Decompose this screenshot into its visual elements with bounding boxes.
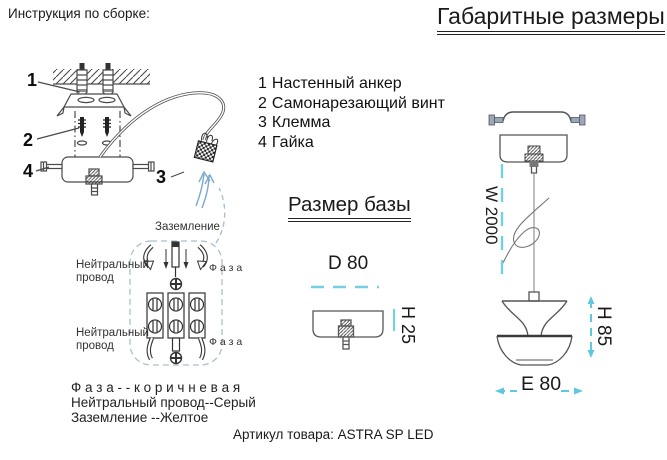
wire-color-legend: Ф а з а - - к о р и ч н е в а я Нейтраль… xyxy=(71,380,256,426)
legend-ground: Заземление --Желтое xyxy=(71,409,209,425)
part-label: Самонарезающий винт xyxy=(271,94,445,112)
lamp-shade xyxy=(496,291,573,366)
part-label: Настенный анкер xyxy=(271,75,402,92)
base-diameter-label: D 80 xyxy=(328,253,369,274)
self-tapping-screw xyxy=(76,117,88,146)
phase-wire-label-top: Ф а з а xyxy=(209,262,243,274)
cable-swirl xyxy=(502,197,550,264)
base-height-label: H 25 xyxy=(398,306,418,345)
incoming-wires xyxy=(143,241,208,277)
ground-screw xyxy=(169,351,183,365)
pendant-canopy xyxy=(499,134,568,174)
wiring-dashed-outline xyxy=(129,240,223,366)
callout-2-leader xyxy=(36,127,80,140)
neutral-line2: провод xyxy=(76,272,114,284)
base-size-heading-text: Размер базы xyxy=(288,193,411,222)
callout-3-leader xyxy=(170,171,185,178)
phase-wire-label-bottom: Ф а з а xyxy=(209,336,243,348)
e80-dimension-line xyxy=(495,387,583,395)
neutral-wire-label-top: Нейтральный провод xyxy=(76,259,149,285)
canopy-base xyxy=(40,156,155,196)
part-number: 2 xyxy=(258,94,267,112)
instructions-title: Инструкция по сборке: xyxy=(8,6,150,21)
wall-anchor xyxy=(76,63,88,99)
outgoing-wires xyxy=(146,337,206,361)
shade-height-label: H 85 xyxy=(593,306,614,347)
part-number: 3 xyxy=(258,114,267,131)
wall-anchor xyxy=(102,63,114,99)
base-size-heading: Размер базы xyxy=(288,193,411,222)
ceiling-hatch xyxy=(53,69,150,85)
dimensions-title-text: Габаритные размеры xyxy=(437,3,665,35)
callout-1: 1 xyxy=(27,70,38,90)
dimensions-title: Габаритные размеры xyxy=(437,3,665,35)
legend-neutral: Нейтральный провод--Серый xyxy=(71,394,256,410)
neutral-line2: провод xyxy=(76,340,114,352)
callout-4-leader xyxy=(35,166,50,172)
neutral-line1: Нейтральный xyxy=(76,327,149,339)
shade-diameter-label: E 80 xyxy=(521,373,562,395)
base-size-drawing xyxy=(311,285,396,350)
part-number: 1 xyxy=(258,75,267,92)
neutral-wire-label-bottom: Нейтральный провод xyxy=(76,327,149,353)
product-sku: Артикул товара: ASTRA SP LED xyxy=(233,427,434,442)
legend-phase: Ф а з а - - к о р и ч н е в а я xyxy=(71,380,241,395)
callout-2: 2 xyxy=(23,130,34,150)
terminal-connector xyxy=(193,132,219,163)
wiring-diagram xyxy=(129,240,223,366)
callout-1-leader xyxy=(37,81,81,93)
terminal-block xyxy=(146,292,206,339)
h85-dimension-line xyxy=(587,296,595,358)
base-bolt xyxy=(337,319,355,350)
callout-4: 4 xyxy=(23,161,34,181)
callout-3: 3 xyxy=(156,167,167,187)
assembly-diagram xyxy=(35,63,226,244)
ground-screw xyxy=(169,277,183,291)
part-label: Гайка xyxy=(271,133,314,151)
self-tapping-screw xyxy=(101,117,113,146)
hanging-bracket xyxy=(488,111,586,126)
wire-length-label: W 2000 xyxy=(482,186,501,245)
pointer-arrow xyxy=(195,170,226,244)
power-cable xyxy=(98,91,226,158)
mounting-bracket xyxy=(56,93,132,117)
pendant-drawing xyxy=(488,111,595,395)
part-label: Клемма xyxy=(271,114,331,131)
neutral-line1: Нейтральный xyxy=(76,259,149,271)
ground-wire-label: Заземление xyxy=(155,221,220,233)
part-number: 4 xyxy=(258,133,267,151)
